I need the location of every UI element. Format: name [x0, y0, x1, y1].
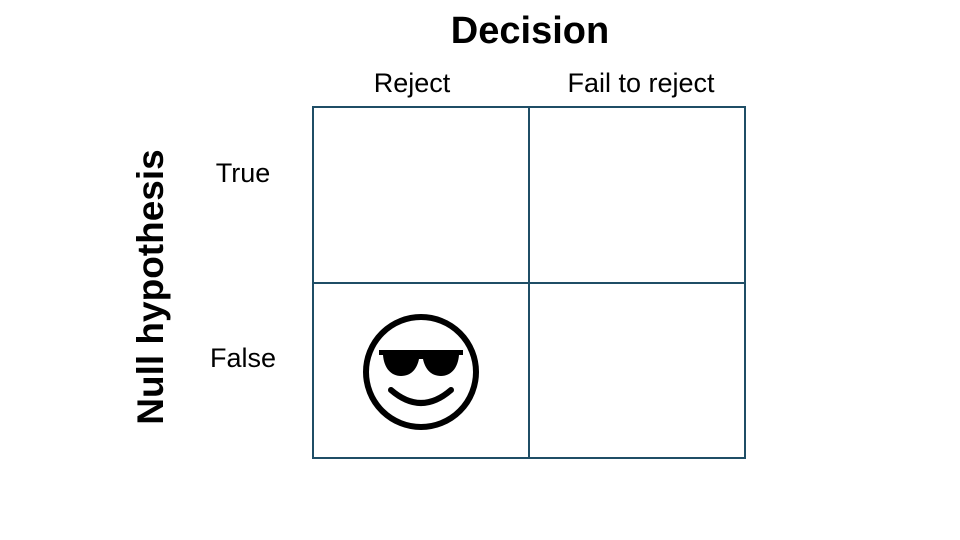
decision-matrix: [312, 106, 746, 459]
smiling-face-with-sunglasses-icon: [363, 314, 479, 430]
row-label-false: False: [209, 343, 277, 373]
cell-true-reject: [314, 108, 530, 284]
column-label-reject: Reject: [373, 68, 451, 98]
cell-true-fail-to-reject: [530, 108, 744, 284]
cell-false-fail-to-reject: [530, 284, 744, 457]
cell-false-reject: [314, 284, 530, 457]
column-label-fail-to-reject: Fail to reject: [567, 68, 715, 98]
column-axis-title: Decision: [450, 10, 610, 52]
row-label-true: True: [215, 158, 271, 188]
row-axis-title: Null hypothesis: [130, 149, 171, 425]
